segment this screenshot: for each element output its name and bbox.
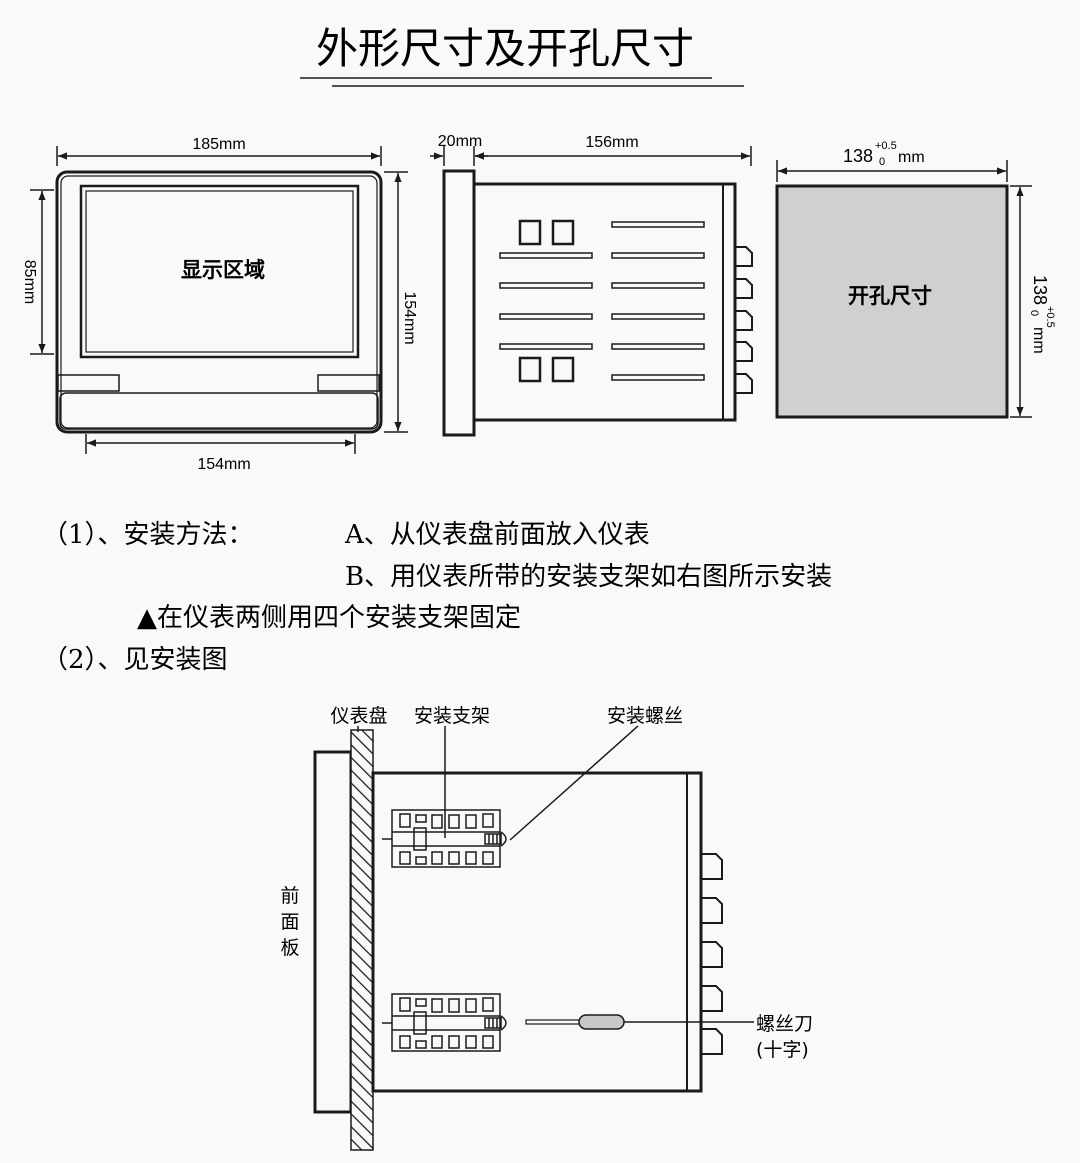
svg-text:面: 面 (280, 911, 299, 933)
bracket-screw-top (382, 831, 507, 847)
dim-154-height-label: 154mm (401, 291, 418, 344)
front-dimensions (30, 146, 408, 454)
dim-185-label: 185mm (192, 136, 245, 153)
install-method-heading: （1）、安装方法： (42, 520, 254, 550)
dim-138-width-label: 138 +0.5 0 mm (843, 140, 925, 168)
svg-text:+0.5: +0.5 (875, 140, 897, 152)
display-area-outer (79, 184, 360, 359)
key-strip-left (57, 374, 120, 392)
front-panel-label: 前 面 板 (280, 885, 299, 959)
dim-85-label: 85mm (21, 260, 38, 304)
leader-screw (509, 725, 639, 841)
svg-text:0: 0 (1028, 310, 1040, 316)
dim-154-front-label: 154mm (197, 456, 250, 473)
svg-text:138: 138 (843, 146, 873, 166)
svg-text:mm: mm (1030, 327, 1047, 354)
instrument-body (371, 771, 703, 1093)
side-dimensions (430, 146, 752, 166)
instrument-panel-label: 仪表盘 (330, 705, 387, 727)
instrument-panel-hatched (350, 729, 374, 1151)
svg-text:mm: mm (898, 149, 925, 166)
key-strip-right (317, 374, 380, 392)
side-square-4 (551, 356, 575, 383)
install-diagram (313, 725, 754, 1151)
svg-text:板: 板 (280, 937, 299, 959)
front-view (55, 170, 383, 434)
display-area-inner (85, 190, 354, 353)
dim-20-label: 20mm (438, 133, 482, 150)
side-view (442, 169, 753, 437)
svg-text:前: 前 (280, 885, 299, 907)
side-body (472, 182, 737, 422)
cutout-dimensions (776, 160, 1032, 418)
bracket-label: 安装支架 (414, 705, 490, 727)
install-method-b: B、用仪表所带的安装支架如右图所示安装 (345, 562, 832, 592)
install-diagram-heading: （2）、见安装图 (42, 645, 228, 675)
page-title: 外形尺寸及开孔尺寸 (316, 24, 694, 73)
install-method-a: A、从仪表盘前面放入仪表 (344, 520, 650, 550)
front-panel (313, 750, 353, 1114)
screw-label: 安装螺丝 (607, 705, 683, 727)
title-group: 外形尺寸及开孔尺寸 (300, 24, 744, 87)
instructions: （1）、安装方法： A、从仪表盘前面放入仪表 B、用仪表所带的安装支架如右图所示… (42, 520, 832, 675)
dim-156-label: 156mm (585, 134, 638, 151)
display-area-label: 显示区域 (181, 257, 265, 282)
side-slots (499, 221, 705, 381)
cutout-rectangle (775, 184, 1009, 419)
svg-text:138: 138 (1030, 275, 1050, 305)
cutout-label: 开孔尺寸 (848, 283, 932, 308)
mounting-bracket-bottom (391, 993, 501, 1052)
screwdriver-icon (525, 1014, 754, 1030)
bracket-screw-bottom (382, 1015, 507, 1031)
side-square-3 (518, 356, 542, 383)
front-inner-frame (60, 175, 378, 429)
leader-lines (357, 725, 639, 841)
side-square-1 (518, 219, 542, 246)
screwdriver-type-label: (十字) (756, 1039, 809, 1061)
install-note: ▲在仪表两侧用四个安装支架固定 (137, 603, 521, 633)
side-square-2 (551, 219, 575, 246)
svg-text:0: 0 (879, 156, 885, 168)
side-terminals (735, 246, 753, 394)
svg-text:+0.5: +0.5 (1044, 306, 1056, 328)
install-terminals (701, 853, 723, 1055)
screwdriver-label: 螺丝刀 (756, 1013, 813, 1035)
bottom-panel (59, 392, 379, 430)
mounting-bracket-top (391, 809, 501, 868)
dim-138-height-label: 138 +0.5 0 mm (1028, 275, 1056, 354)
front-outer-frame (55, 170, 383, 434)
side-front-panel (442, 169, 476, 437)
